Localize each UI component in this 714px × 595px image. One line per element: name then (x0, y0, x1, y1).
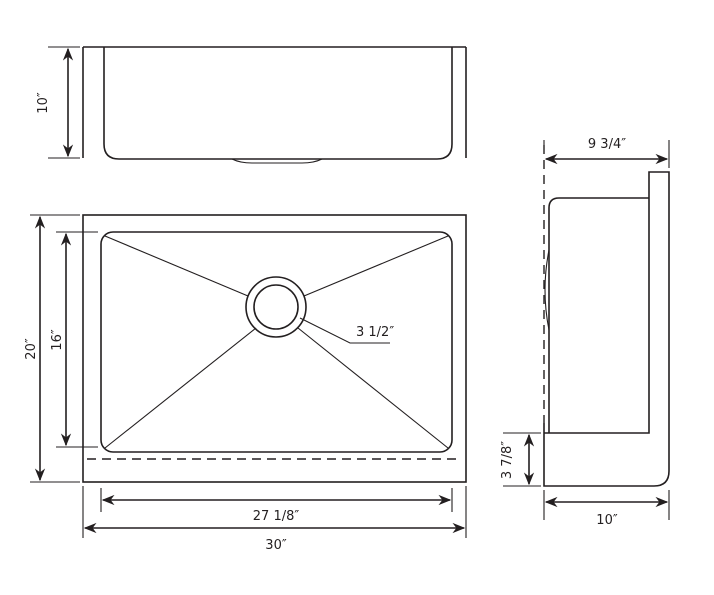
side-view: 9 3/4″ 3 7/8″ 10″ (500, 137, 670, 528)
front-height-label: 10″ (36, 92, 51, 114)
plan-view: 3 1/2″ 20″ 16″ 27 1/8″ 30″ (24, 214, 467, 553)
overall-depth-label: 20″ (24, 338, 39, 360)
bowl-width-label: 27 1/8″ (253, 509, 300, 524)
front-elevation-view: 10″ (36, 46, 467, 164)
side-bowl-width-label: 9 3/4″ (588, 137, 626, 152)
side-overall-label: 10″ (596, 513, 618, 528)
drain-inner (253, 284, 299, 330)
drain-outer (245, 276, 307, 338)
apron-height-label: 3 7/8″ (500, 441, 515, 479)
bowl-depth-label: 16″ (50, 329, 65, 351)
drain-size-label: 3 1/2″ (356, 325, 394, 340)
overall-width-label: 30″ (265, 538, 287, 553)
